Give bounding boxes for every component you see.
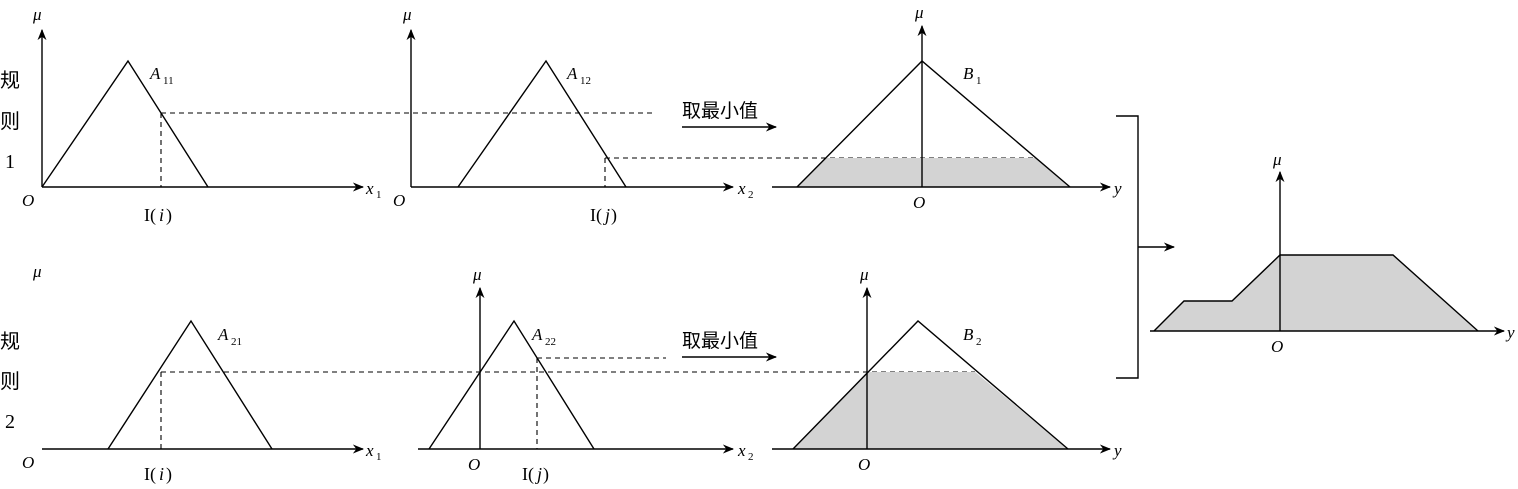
mu-label: μ bbox=[914, 3, 924, 22]
membership-function-b2 bbox=[792, 320, 1069, 450]
svg-text:1: 1 bbox=[376, 189, 382, 201]
svg-text:): ) bbox=[166, 464, 172, 485]
svg-text:): ) bbox=[543, 464, 549, 485]
input-i-label: I(i) bbox=[144, 205, 172, 226]
svg-text:x: x bbox=[365, 441, 374, 460]
svg-text:): ) bbox=[166, 205, 172, 226]
y-axis-label: y bbox=[1112, 179, 1122, 198]
rule-1-label: 规 则 1 bbox=[0, 69, 20, 173]
membership-function-a12 bbox=[457, 59, 627, 188]
svg-text:12: 12 bbox=[580, 75, 591, 87]
mu-label: μ bbox=[1272, 150, 1282, 169]
svg-text:2: 2 bbox=[748, 451, 754, 463]
origin-label: O bbox=[22, 453, 34, 472]
origin-label: O bbox=[22, 191, 34, 210]
y-axis-label: y bbox=[1112, 441, 1122, 460]
svg-text:B: B bbox=[963, 325, 974, 344]
svg-text:2: 2 bbox=[976, 336, 982, 348]
svg-text:1: 1 bbox=[376, 451, 382, 463]
svg-text:2: 2 bbox=[748, 189, 754, 201]
membership-function-a22 bbox=[428, 319, 595, 450]
origin-label: O bbox=[858, 455, 870, 474]
origin-label: O bbox=[468, 455, 480, 474]
origin-label: O bbox=[913, 193, 925, 212]
aggregated-output-outline bbox=[1153, 254, 1479, 332]
svg-text:j: j bbox=[603, 205, 610, 225]
svg-text:x: x bbox=[365, 179, 374, 198]
svg-text:则: 则 bbox=[0, 110, 20, 133]
min-operator-1: 取最小值 bbox=[682, 100, 778, 132]
svg-text:A: A bbox=[531, 325, 543, 344]
svg-text:x: x bbox=[737, 441, 746, 460]
svg-text:i: i bbox=[159, 205, 164, 225]
mu-label: μ bbox=[472, 265, 482, 284]
origin-label: O bbox=[1271, 337, 1283, 356]
origin-label: O bbox=[393, 191, 405, 210]
svg-text:1: 1 bbox=[5, 151, 15, 173]
clipped-output-region bbox=[797, 158, 1070, 187]
svg-text:2: 2 bbox=[5, 411, 15, 433]
svg-text:则: 则 bbox=[0, 370, 20, 393]
svg-text:规: 规 bbox=[0, 69, 20, 92]
svg-text:I(: I( bbox=[144, 205, 156, 226]
svg-text:x: x bbox=[737, 179, 746, 198]
membership-function-a21 bbox=[107, 319, 273, 450]
svg-text:I(: I( bbox=[144, 464, 156, 485]
svg-text:): ) bbox=[611, 205, 617, 226]
mu-label: μ bbox=[859, 265, 869, 284]
svg-text:I(: I( bbox=[522, 464, 534, 485]
mu-label: μ bbox=[32, 5, 42, 24]
mu-label: μ bbox=[32, 262, 42, 281]
svg-text:j: j bbox=[535, 464, 542, 484]
input-j-label: I(j) bbox=[590, 205, 617, 226]
svg-text:B: B bbox=[963, 64, 974, 83]
membership-function-b1 bbox=[796, 60, 1071, 188]
aggregation-bracket bbox=[1116, 115, 1176, 379]
svg-text:A: A bbox=[149, 64, 161, 83]
plot-aggregated-output: μ O y bbox=[1150, 150, 1515, 356]
svg-text:22: 22 bbox=[545, 336, 556, 348]
membership-function-a11 bbox=[41, 59, 209, 188]
svg-text:A: A bbox=[566, 64, 578, 83]
min-operator-label: 取最小值 bbox=[682, 100, 758, 122]
rule-2-label: 规 则 2 bbox=[0, 330, 20, 433]
aggregated-output-region bbox=[1154, 255, 1478, 331]
min-operator-label: 取最小值 bbox=[682, 330, 758, 352]
svg-text:21: 21 bbox=[231, 336, 242, 348]
svg-text:i: i bbox=[159, 464, 164, 484]
svg-text:1: 1 bbox=[976, 75, 982, 87]
clipped-output-region bbox=[793, 372, 1068, 449]
svg-text:I(: I( bbox=[590, 205, 602, 226]
y-axis-label: y bbox=[1505, 323, 1515, 342]
input-i-label: I(i) bbox=[144, 464, 172, 485]
mu-label: μ bbox=[402, 5, 412, 24]
svg-text:A: A bbox=[217, 325, 229, 344]
svg-text:11: 11 bbox=[163, 75, 174, 87]
svg-text:规: 规 bbox=[0, 330, 20, 353]
input-j-label: I(j) bbox=[522, 464, 549, 485]
min-operator-2: 取最小值 bbox=[682, 330, 778, 362]
